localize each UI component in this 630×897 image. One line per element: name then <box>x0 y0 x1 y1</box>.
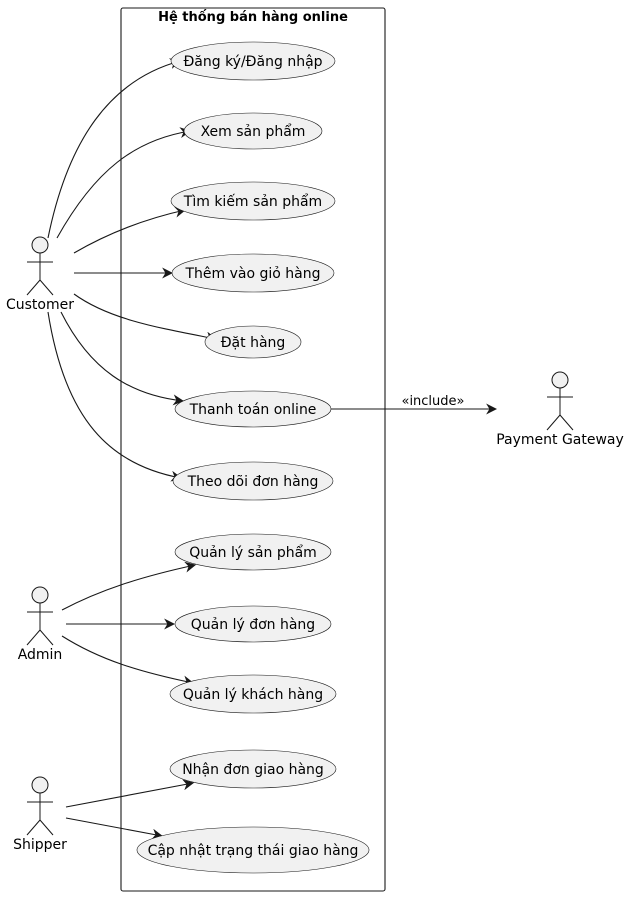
use-case-shape <box>174 605 332 643</box>
use-case-add-to-cart[interactable]: Thêm vào giỏ hàng <box>171 253 335 293</box>
stick-figure-icon <box>26 776 54 836</box>
use-case-shape <box>204 325 302 359</box>
use-case-shape <box>169 749 337 789</box>
use-case-shape <box>174 533 332 571</box>
use-case-search-products[interactable]: Tìm kiếm sản phẩm <box>170 181 336 221</box>
actor-payment-gateway[interactable]: Payment Gateway <box>496 371 624 448</box>
use-case-online-payment[interactable]: Thanh toán online <box>174 390 332 428</box>
use-case-receive-delivery[interactable]: Nhận đơn giao hàng <box>169 749 337 789</box>
use-case-place-order[interactable]: Đặt hàng <box>204 325 302 359</box>
use-case-label: Quản lý khách hàng <box>183 687 323 703</box>
edge-customer-register-login <box>47 58 182 239</box>
edges: «include» <box>47 58 498 840</box>
stick-figure-icon <box>26 236 54 296</box>
use-case-label: Thêm vào giỏ hàng <box>184 266 320 282</box>
use-case-shape <box>136 826 370 874</box>
use-case-shape <box>170 41 336 81</box>
use-case-shape <box>174 390 332 428</box>
actor-admin[interactable]: Admin <box>18 586 63 663</box>
use-case-label: Nhận đơn giao hàng <box>182 762 324 778</box>
actor-label: Payment Gateway <box>496 432 624 448</box>
edge-customer-online-payment <box>60 311 185 406</box>
use-case-manage-products[interactable]: Quản lý sản phẩm <box>174 533 332 571</box>
use-case-shape <box>169 674 337 714</box>
use-case-manage-customers[interactable]: Quản lý khách hàng <box>169 674 337 714</box>
use-case-label: Đăng ký/Đăng nhập <box>183 54 322 70</box>
edge-customer-search-products <box>73 206 187 254</box>
stick-figure-icon <box>26 586 54 646</box>
use-case-shape <box>172 461 334 501</box>
edge-admin-manage-products <box>61 561 197 611</box>
use-case-label: Đặt hàng <box>221 335 286 351</box>
edge-customer-view-products <box>56 127 192 239</box>
edge-customer-track-order <box>47 311 183 482</box>
actor-customer[interactable]: Customer <box>6 236 74 313</box>
use-case-shape <box>170 181 336 221</box>
use-case-manage-orders[interactable]: Quản lý đơn hàng <box>174 605 332 643</box>
system-title: Hệ thống bán hàng online <box>158 10 348 25</box>
include-label: «include» <box>401 394 464 409</box>
use-case-view-products[interactable]: Xem sản phẩm <box>183 112 323 150</box>
use-case-shape <box>171 253 335 293</box>
actor-label: Customer <box>6 297 74 313</box>
edge-admin-manage-customers <box>61 635 195 687</box>
use-case-label: Theo dõi đơn hàng <box>187 474 319 490</box>
use-case-label: Xem sản phẩm <box>201 123 306 140</box>
use-case-label: Quản lý đơn hàng <box>191 617 315 633</box>
use-case-shape <box>183 112 323 150</box>
use-case-label: Cập nhật trạng thái giao hàng <box>148 843 359 859</box>
stick-figure-icon <box>546 371 574 431</box>
actor-label: Admin <box>18 647 63 663</box>
use-case-label: Tìm kiếm sản phẩm <box>183 193 322 210</box>
system-boundary: Hệ thống bán hàng online <box>120 7 386 892</box>
use-cases: Đăng ký/Đăng nhập Xem sản phẩm Tìm kiếm … <box>136 41 370 874</box>
edge-shipper-receive-delivery <box>65 779 195 808</box>
use-case-update-delivery-status[interactable]: Cập nhật trạng thái giao hàng <box>136 826 370 874</box>
actor-label: Shipper <box>13 837 67 853</box>
actor-shipper[interactable]: Shipper <box>13 776 67 853</box>
system-box <box>120 7 386 892</box>
edge-customer-place-order <box>73 293 218 343</box>
edge-shipper-update-delivery-status <box>65 817 164 840</box>
use-case-track-order[interactable]: Theo dõi đơn hàng <box>172 461 334 501</box>
use-case-label: Quản lý sản phẩm <box>189 544 317 561</box>
use-case-register-login[interactable]: Đăng ký/Đăng nhập <box>170 41 336 81</box>
use-case-label: Thanh toán online <box>189 402 317 418</box>
